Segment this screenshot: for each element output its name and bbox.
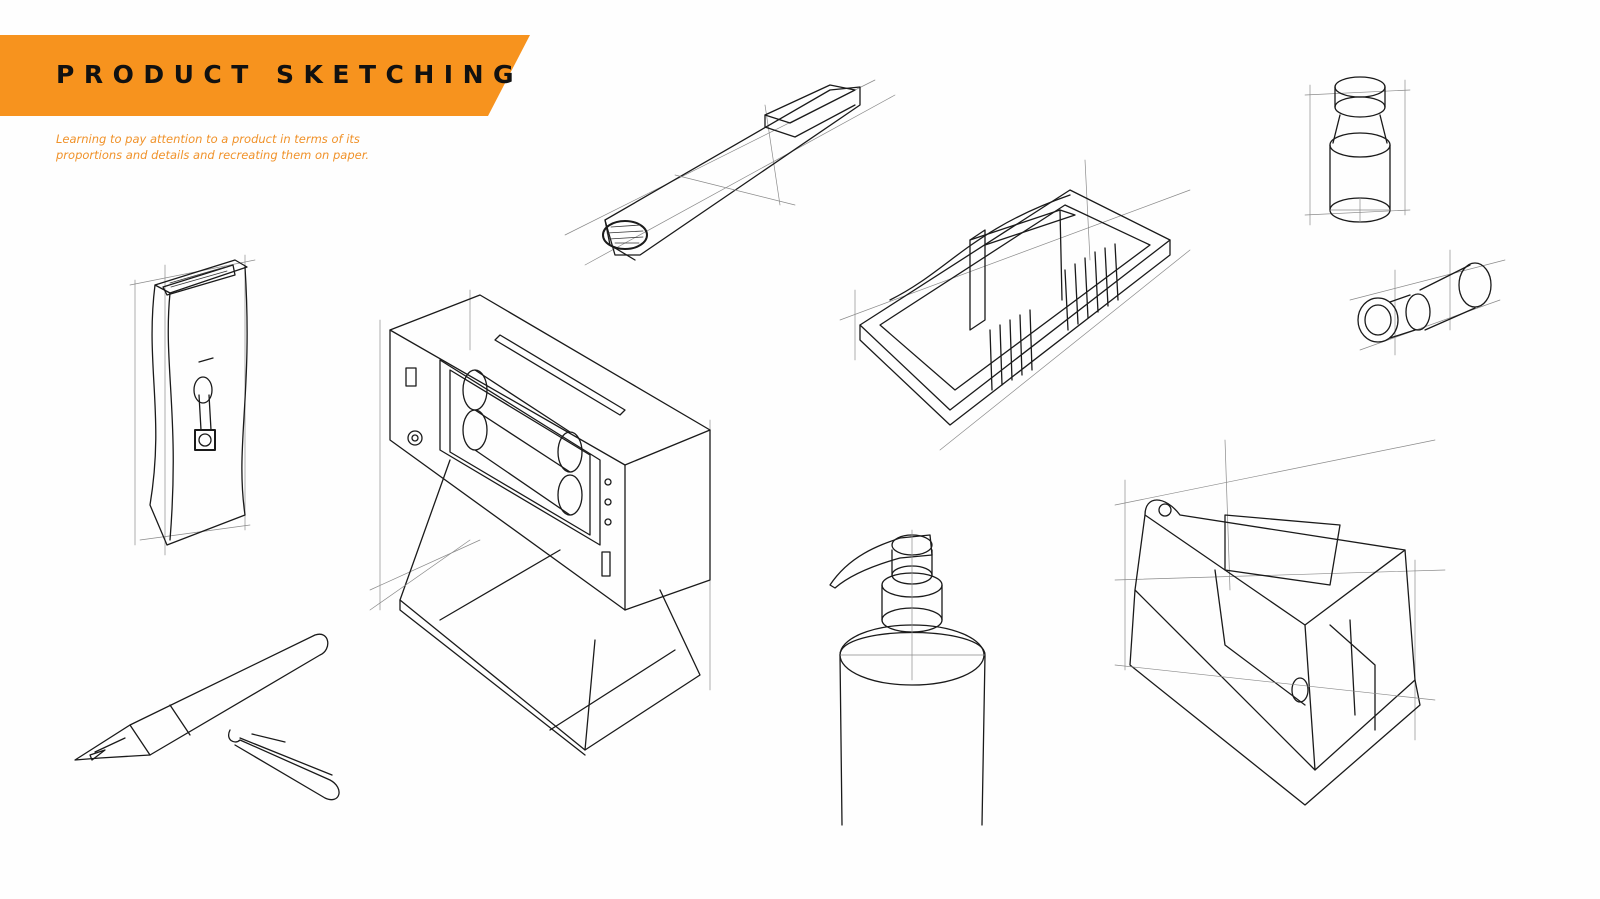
small-bottle-sketch — [1304, 65, 1415, 249]
subtitle-line-1: Learning to pay attention to a product i… — [56, 132, 360, 146]
cylinder-sketch — [1349, 240, 1510, 364]
radio-speaker-sketch — [369, 289, 730, 764]
box-dispenser-sketch — [1114, 439, 1455, 824]
title-banner — [0, 35, 530, 116]
page-title: PRODUCT SKETCHING — [56, 60, 524, 89]
fountain-pen-sketch — [70, 630, 360, 814]
subtitle-line-2: proportions and details and recreating t… — [56, 148, 370, 162]
tray-organizer-sketch — [839, 159, 1200, 454]
pump-bottle-sketch — [820, 529, 1000, 839]
banner-shape — [0, 35, 530, 116]
usb-stick-sketch — [564, 65, 896, 289]
page-subtitle: Learning to pay attention to a product i… — [56, 131, 456, 163]
razor-sketch — [125, 245, 275, 579]
